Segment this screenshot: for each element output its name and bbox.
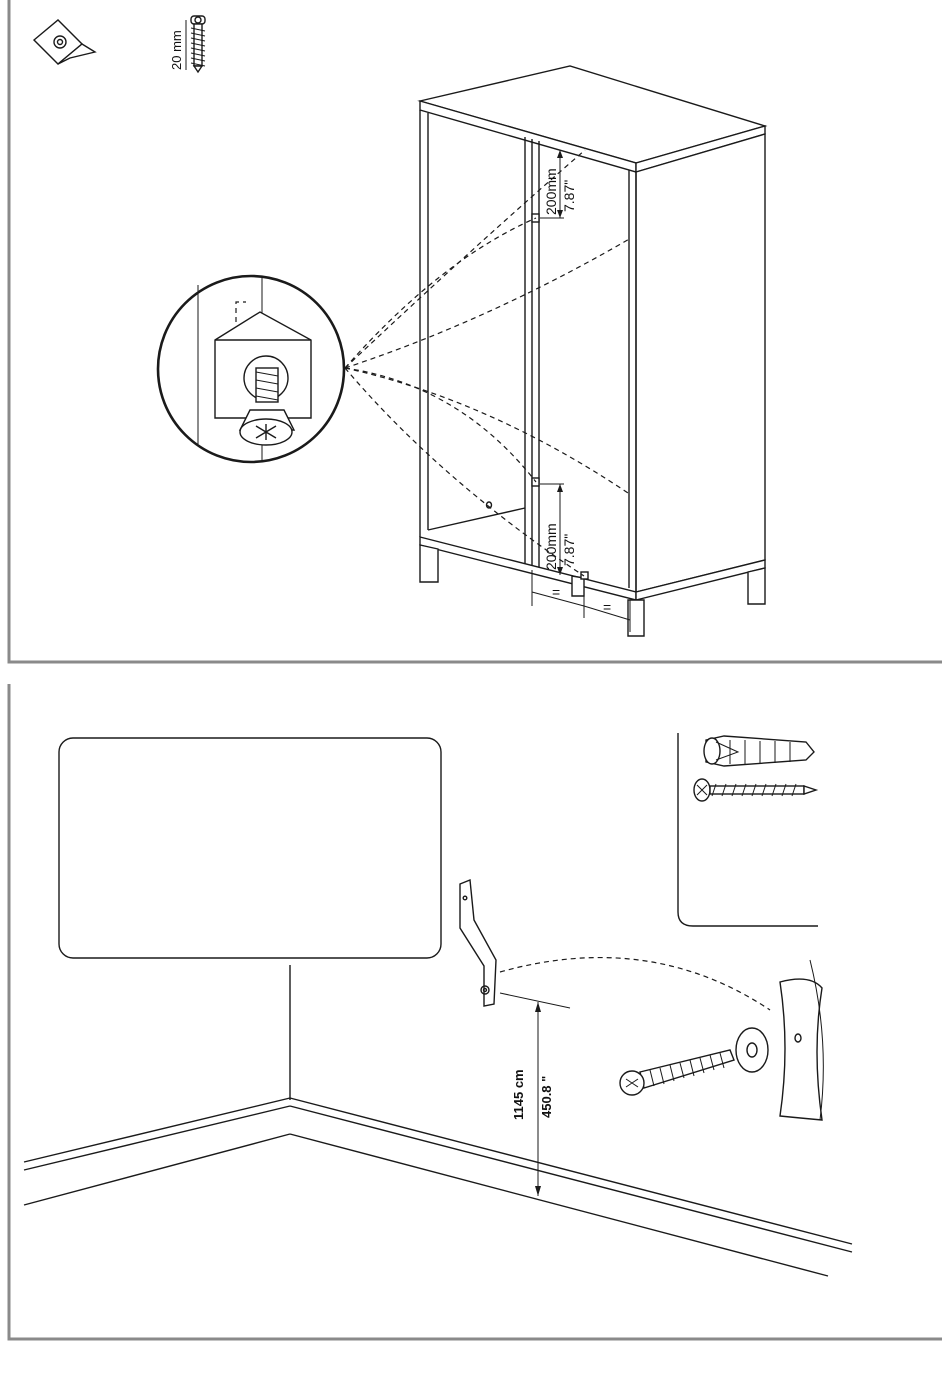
wood-screw-icon: 20 mm	[169, 16, 205, 72]
lower-dimension-mm: 200mm	[543, 523, 559, 570]
leader-lines	[345, 150, 631, 576]
bracket-detail-callout	[158, 276, 344, 462]
wall-screw-icon	[694, 779, 816, 801]
upper-dimension-mm: 200mm	[543, 168, 559, 215]
corner-bracket-icon	[34, 20, 95, 64]
height-cm-label: 1145 cm	[511, 1069, 526, 1120]
upper-dimension-in: 7.87"	[561, 180, 577, 212]
equal-spacing-left: =	[552, 584, 560, 600]
height-dimension: 1145 cm 450.8 "	[500, 993, 570, 1196]
equal-spacing-right: =	[603, 599, 611, 615]
bracket-marker	[581, 572, 588, 579]
height-inch-label: 450.8 "	[539, 1076, 554, 1118]
lag-screw-icon	[620, 1050, 734, 1095]
top-panel: 20 mm	[9, 0, 942, 662]
screw-length-label: 20 mm	[169, 30, 184, 70]
bottom-panel: 1145 cm 450.8 "	[9, 684, 942, 1339]
cabinet-leg	[748, 568, 765, 604]
wall-plug-icon	[704, 736, 814, 766]
wall-strap-icon	[460, 880, 496, 1006]
lower-dimension-in: 7.87"	[561, 534, 577, 566]
cabinet-drawing	[420, 66, 765, 636]
cabinet-side	[636, 134, 765, 592]
room-floor-lines	[24, 1098, 852, 1276]
dimension-annotations: 200mm 7.87" 200mm 7.87" = =	[532, 150, 630, 632]
washer-icon	[736, 1028, 768, 1072]
wall-picture-frame	[59, 738, 441, 958]
cabinet-leg	[420, 545, 438, 582]
